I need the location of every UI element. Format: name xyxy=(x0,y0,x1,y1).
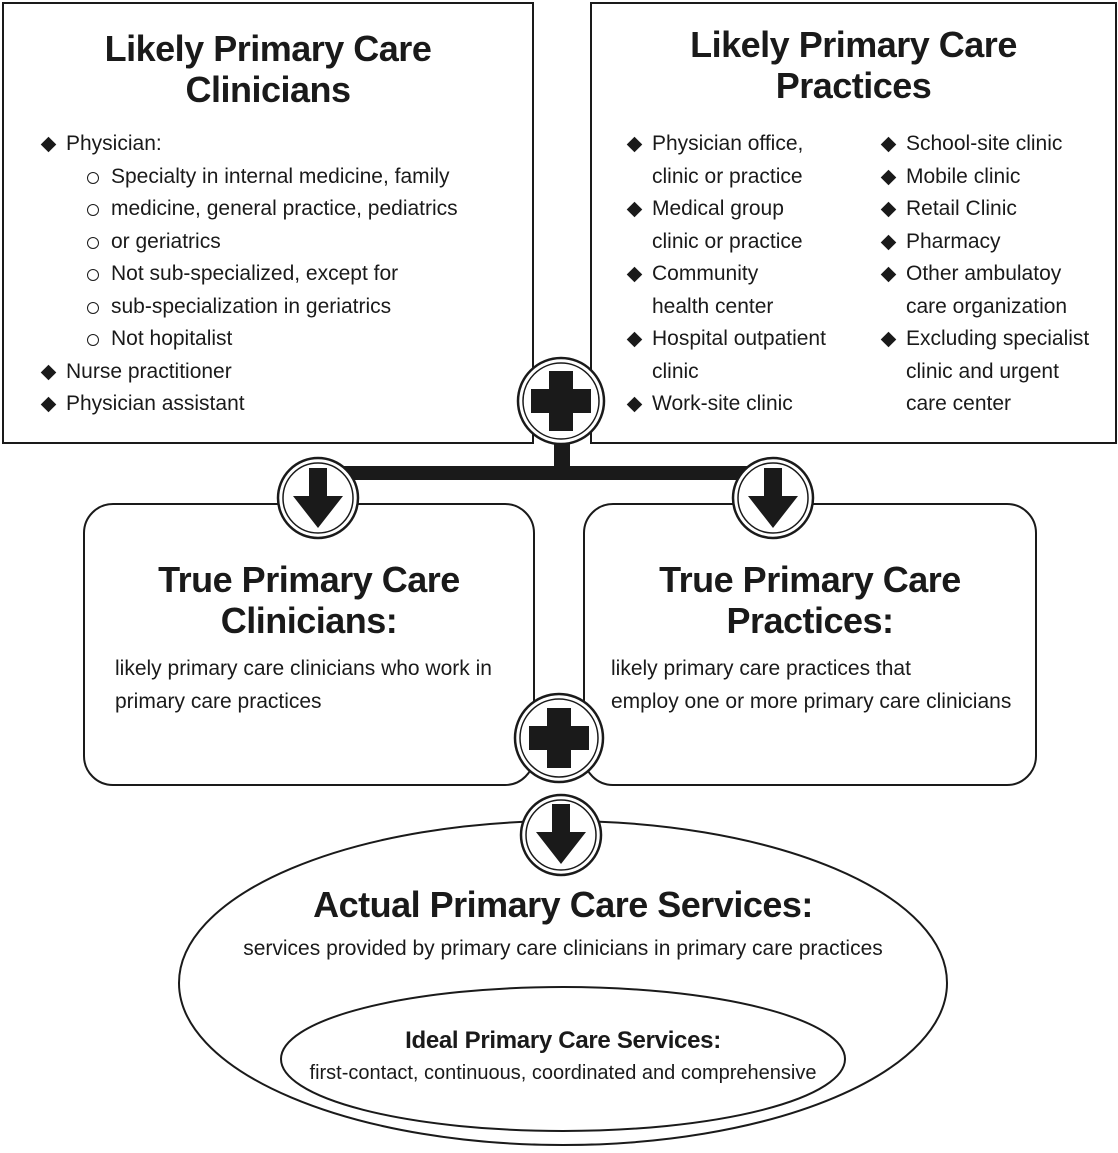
ideal-services-title: Ideal Primary Care Services: xyxy=(405,1027,721,1054)
true-practices-box: True Primary Care Practices: likely prim… xyxy=(583,503,1037,786)
likely-practices-title: Likely Primary Care Practices xyxy=(690,24,1017,107)
likely-clinicians-box: Likely Primary Care Clinicians Physician… xyxy=(2,2,534,444)
arrow-down-icon xyxy=(731,456,815,540)
true-practices-title: True Primary Care Practices: xyxy=(659,559,961,642)
connector-vertical xyxy=(554,440,570,470)
connector-horizontal xyxy=(320,466,774,480)
list-item: Physician assistant xyxy=(40,388,520,421)
actual-services-description: services provided by primary care clinic… xyxy=(243,937,883,960)
clinician-list: Physician: Specialty in internal medicin… xyxy=(40,128,520,421)
practice-list-col1: Physician office,clinic or practice Medi… xyxy=(626,128,866,421)
plus-icon xyxy=(513,692,605,784)
list-item: Physician office,clinic or practice xyxy=(626,128,866,193)
true-clinicians-title: True Primary Care Clinicians: xyxy=(158,559,460,642)
list-item: Nurse practitioner xyxy=(40,356,520,389)
true-clinicians-description: likely primary care clinicians who work … xyxy=(115,657,492,713)
ideal-services-description: first-contact, continuous, coordinated a… xyxy=(309,1062,817,1084)
list-item: School-site clinic xyxy=(880,128,1116,161)
list-item: Not sub-specialized, except for xyxy=(40,258,520,291)
list-item: Physician: xyxy=(40,128,520,161)
list-item: Mobile clinic xyxy=(880,161,1116,194)
likely-practices-box: Likely Primary Care Practices Physician … xyxy=(590,2,1117,444)
list-item-continued: medicine, general practice, pediatrics xyxy=(40,193,520,226)
list-item: Pharmacy xyxy=(880,226,1116,259)
list-item: Not hopitalist xyxy=(40,323,520,356)
arrow-down-icon xyxy=(519,793,603,877)
practice-list-col2: School-site clinic Mobile clinic Retail … xyxy=(880,128,1116,421)
list-item: Retail Clinic xyxy=(880,193,1116,226)
true-practices-description: likely primary care practices that emplo… xyxy=(611,657,1012,713)
list-item-continued: or geriatrics xyxy=(40,226,520,259)
arrow-down-icon xyxy=(276,456,360,540)
list-item: Specialty in internal medicine, family xyxy=(40,161,520,194)
plus-icon xyxy=(516,356,606,446)
list-item-continued: sub-specialization in geriatrics xyxy=(40,291,520,324)
likely-clinicians-title: Likely Primary Care Clinicians xyxy=(104,28,432,111)
actual-services-title: Actual Primary Care Services: xyxy=(313,884,813,925)
list-item: Work-site clinic xyxy=(626,388,866,421)
ideal-services-ellipse xyxy=(280,986,846,1132)
